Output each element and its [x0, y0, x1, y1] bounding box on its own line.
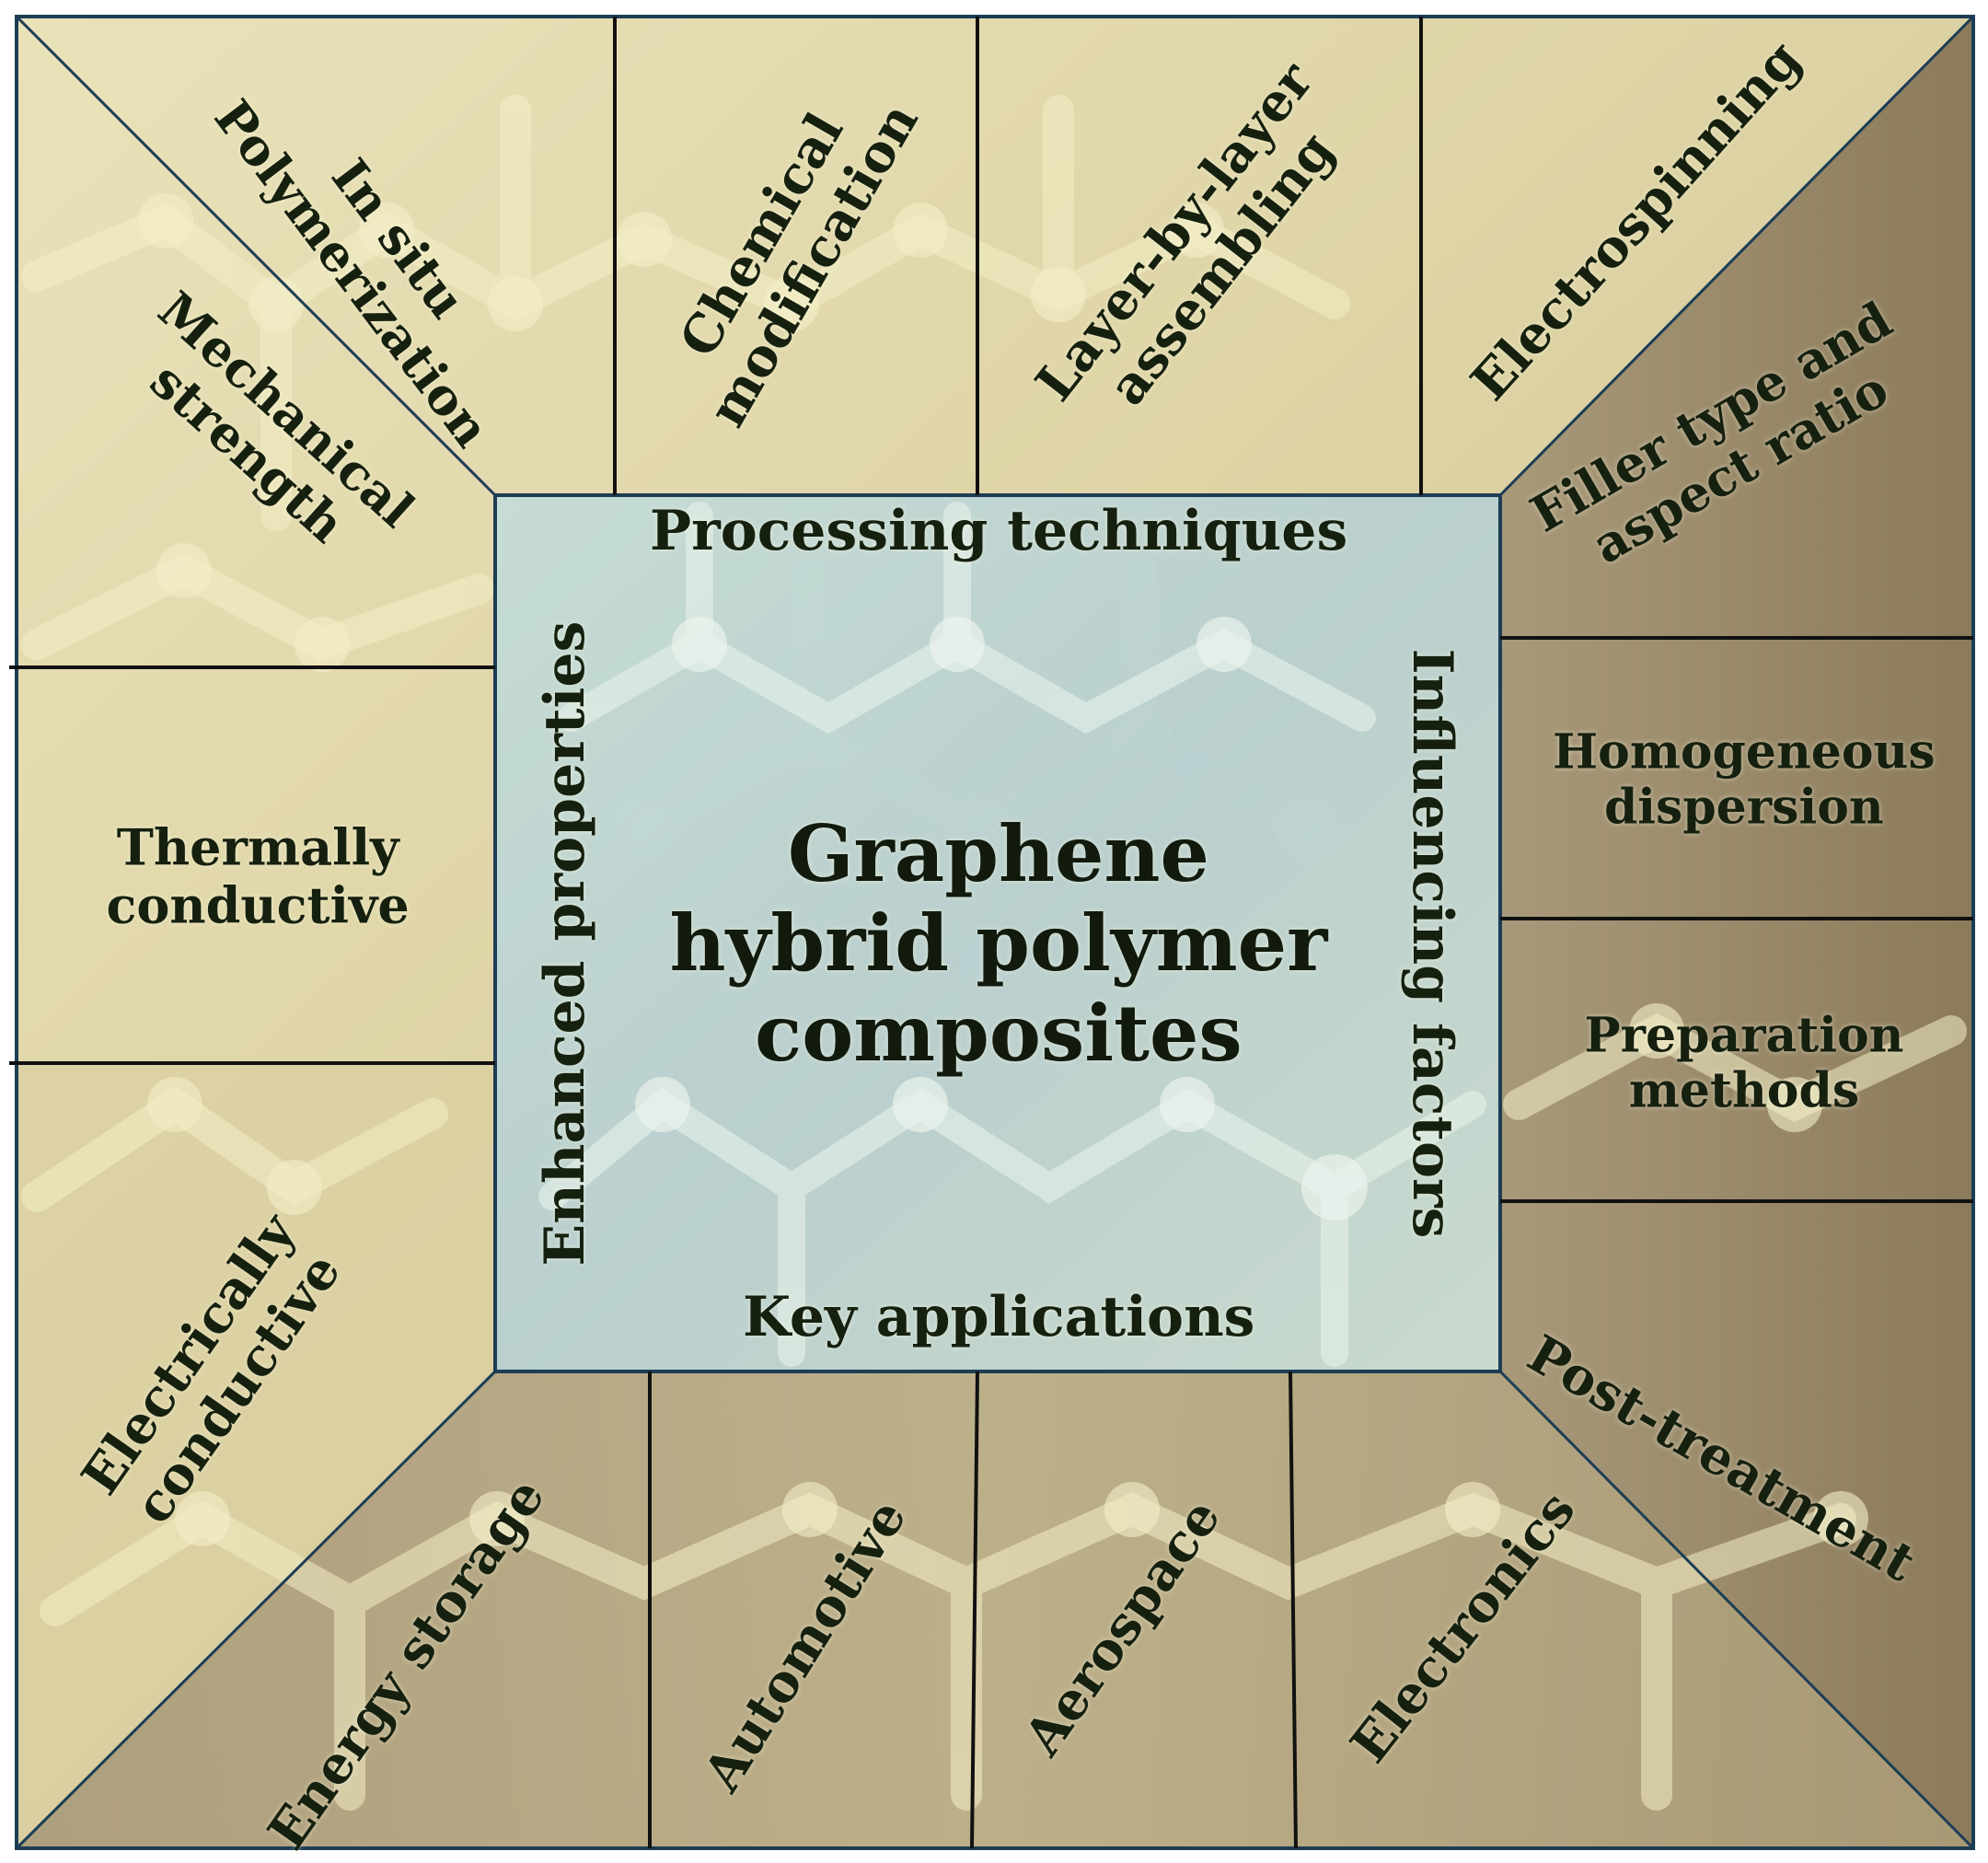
left-lower-region [17, 1063, 495, 1848]
section-heading-processing-techniques: Processing techniques [650, 499, 1348, 563]
label-line: methods [1628, 1062, 1860, 1119]
label-line: dispersion [1603, 779, 1884, 836]
center-title: Graphene hybrid polymer composites [669, 808, 1328, 1079]
center-title-line: composites [755, 987, 1242, 1079]
outer-border [15, 15, 1975, 1850]
section-dividers [9, 17, 1973, 1849]
center-box-border [493, 493, 1502, 1373]
influencing-factor-label: Homogeneous dispersion [1553, 723, 1936, 837]
enhanced-property-label: Thermally conductive [106, 817, 410, 935]
section-heading-key-applications: Key applications [743, 1285, 1255, 1349]
center-title-line: Graphene [787, 808, 1209, 899]
label-line: Homogeneous [1553, 723, 1936, 781]
label-line: Thermally [116, 817, 399, 877]
label-line: conductive [106, 875, 410, 935]
influencing-factor-label: Preparation methods [1584, 1007, 1904, 1120]
center-atom-decoration [635, 617, 1368, 1221]
label-line: Preparation [1584, 1007, 1904, 1064]
section-heading-enhanced-properties: Enhanced properties [533, 620, 597, 1267]
corner-diagonals [15, 15, 1975, 1850]
influencing-factors-region [1500, 17, 1973, 1848]
section-heading-influencing-factors: Influencing factors [1400, 648, 1464, 1239]
center-title-line: hybrid polymer [669, 897, 1328, 989]
